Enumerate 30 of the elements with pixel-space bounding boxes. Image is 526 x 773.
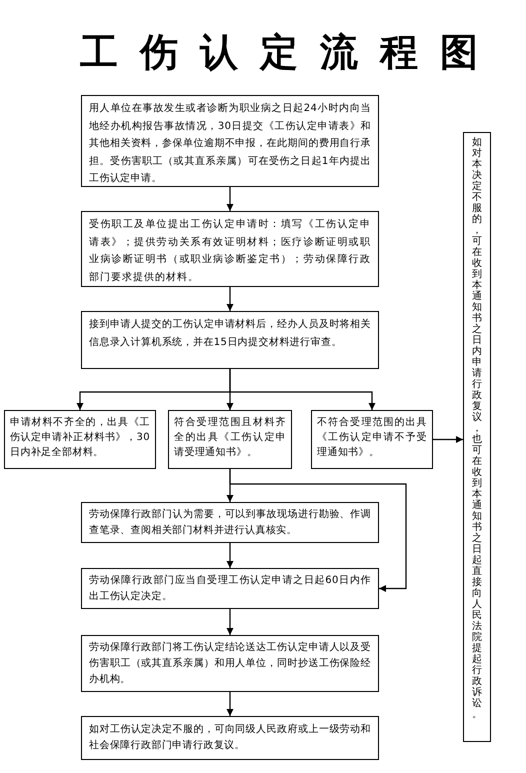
process-box (4, 410, 156, 469)
box-text: 用人单位在事故发生或者诊断为职业病之日起24小时内向当地经办机构报告事故情况，30日提交《工伤认定申请表》和其他相关资料，参保单位逾期不申报，在此期间的费用自行承担。受伤害职工（或其直系亲属）可在受伤之日起1年内提出工伤认定申请。 (89, 102, 371, 186)
arrow (226, 543, 234, 568)
process-box (81, 568, 379, 609)
vertical-text-box (463, 132, 491, 742)
process-box (311, 410, 433, 469)
arrow (229, 469, 407, 592)
process-box (81, 211, 379, 287)
process-box (168, 410, 292, 469)
process-box (81, 635, 379, 692)
box-text: 劳动保障行政部门认为需要，可以到事故现场进行勘验、作调查笔录、查阅相关部门材料并进行认真核实。 (89, 508, 371, 538)
process-box (81, 502, 379, 543)
box-text: 如对本决定不服的，可在收到本通知书之日内申请行政复议，也可在收到本通知书之日起直接向人民法院提起行政诉讼。 (472, 137, 482, 720)
arrow (226, 287, 234, 311)
arrow (226, 187, 234, 211)
box-text: 申请材料不齐全的，出具《工伤认定申请补正材料书》，30日内补足全部材料。 (10, 416, 150, 460)
process-box (81, 716, 379, 760)
arrow (226, 609, 234, 635)
box-text: 如对工伤认定决定不服的，可向同级人民政府或上一级劳动和社会保障行政部门申请行政复议。 (89, 722, 371, 753)
arrow (229, 369, 376, 410)
box-text: 劳动保障行政部门应当自受理工伤认定申请之日起60日内作出工伤认定决定。 (89, 574, 371, 604)
diagram-title: 工伤认定流程图 (80, 28, 500, 76)
box-text: 接到申请人提交的工伤认定申请材料后，经办人员及时将相关信息录入计算机系统，并在15日内提交材料进行审查。 (89, 318, 371, 350)
box-text: 符合受理范围且材料齐全的出具《工伤认定申请受理通知书》。 (174, 416, 286, 460)
arrow (433, 436, 463, 443)
box-text: 受伤职工及单位提出工伤认定申请时：填写《工伤认定申请表》；提供劳动关系有效证明材料；医疗诊断证明或职业病诊断证明书（或职业病诊断鉴定书）；劳动保障行政部门要求提供的材料。 (89, 218, 371, 284)
box-text: 劳动保障行政部门将工伤认定结论送达工伤认定申请人以及受伤害职工（或其直系亲属）和用人单位，同时抄送工伤保险经办机构。 (89, 640, 371, 686)
process-box (81, 311, 379, 369)
arrow (226, 692, 234, 716)
box-text: 不符合受理范围的出具《工伤认定申请不予受理通知书》。 (317, 416, 427, 460)
